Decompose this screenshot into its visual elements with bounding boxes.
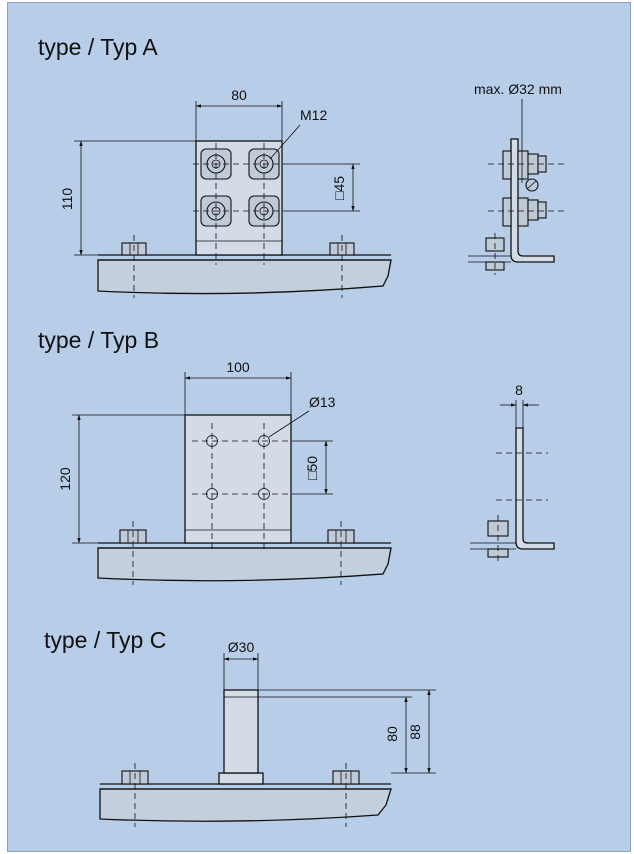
drawing-sheet: type / Typ A — [7, 2, 631, 852]
type-b-vertical-plate — [184, 414, 292, 544]
type-b-hole-label: Ø13 — [309, 394, 336, 410]
type-a-base-plate — [97, 259, 392, 295]
type-a-thread-label: M12 — [300, 107, 327, 123]
type-a-height-label: 110 — [59, 188, 75, 211]
type-a-side-view — [468, 138, 568, 275]
type-a-max-diameter-label: max. Ø32 mm — [474, 81, 562, 97]
type-c-drawing: type / Typ C Ø30 80 88 — [44, 627, 436, 827]
type-c-height-inner-label: 80 — [384, 726, 400, 742]
technical-drawing: type / Typ A — [38, 34, 568, 827]
type-b-title: type / Typ B — [38, 327, 159, 353]
type-a-spacing-label: □45 — [331, 176, 347, 200]
type-c-height-outer-label: 88 — [407, 724, 423, 740]
type-a-width-label: 80 — [231, 87, 247, 103]
type-b-width-label: 100 — [226, 359, 250, 375]
type-b-drawing: type / Typ B 100 120 — [38, 327, 555, 585]
type-b-base-plate — [97, 547, 392, 582]
type-a-drawing: type / Typ A — [38, 34, 568, 298]
type-c-post — [223, 689, 259, 774]
type-a-title: type / Typ A — [38, 34, 158, 60]
type-c-post-base — [218, 772, 264, 785]
type-c-title: type / Typ C — [44, 627, 166, 653]
type-b-spacing-label: □50 — [304, 456, 320, 480]
type-b-thickness-label: 8 — [515, 382, 523, 398]
type-b-height-label: 120 — [57, 467, 73, 491]
type-c-base-plate — [99, 788, 392, 822]
type-b-side-view — [470, 427, 555, 563]
type-c-diameter-label: Ø30 — [228, 639, 255, 655]
